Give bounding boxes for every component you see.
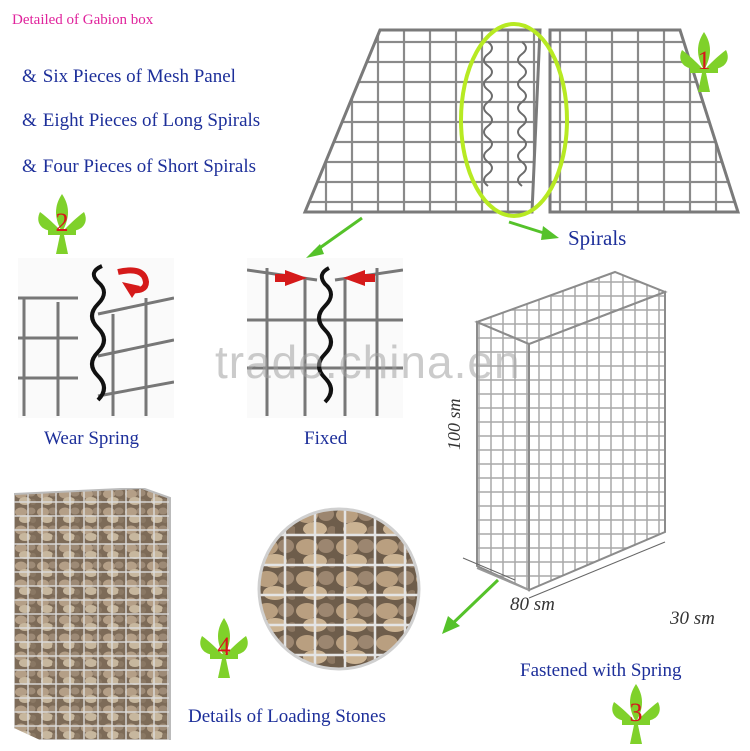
fastened-caption: Fastened with Spring — [520, 660, 682, 681]
badge-number: 1 — [697, 46, 711, 75]
fleur-de-lis-icon — [680, 32, 728, 92]
feature-text: Six Pieces of Mesh Panel — [42, 66, 236, 87]
fixed-spring-illustration — [247, 258, 403, 418]
stone-gabion-photo — [14, 488, 171, 740]
spiral-highlight-ellipse — [459, 22, 569, 218]
height-dimension: 100 sm — [444, 398, 464, 450]
loading-stones-zoom — [257, 507, 421, 671]
watermark: trade.china.en — [215, 336, 521, 388]
gabion-box-illustration — [462, 270, 668, 599]
fleur-de-lis-icon — [200, 618, 248, 678]
fleur-badge-4: 4 — [192, 616, 256, 680]
depth-dimension: 30 sm — [670, 608, 715, 629]
fleur-badge-1: 1 — [672, 30, 736, 94]
arrow-right-icon — [508, 220, 559, 240]
feature-text: Four Pieces of Short Spirals — [42, 156, 256, 177]
fleur-badge-2: 2 — [30, 192, 94, 256]
fixed-caption: Fixed — [304, 428, 348, 449]
badge-number: 3 — [629, 698, 643, 727]
mesh-panel-illustration — [302, 22, 740, 218]
fleur-badge-3: 3 — [604, 682, 668, 746]
fleur-de-lis-icon — [612, 684, 660, 744]
page-title: Detailed of Gabion box — [12, 12, 154, 28]
spirals-label: Spirals — [568, 226, 627, 250]
badge-number: 4 — [217, 632, 231, 661]
loading-stones-caption: Details of Loading Stones — [188, 706, 386, 727]
ampersand: & — [22, 110, 37, 131]
ampersand: & — [22, 66, 37, 87]
feature-long-spirals: &Eight Pieces of Long Spirals — [22, 110, 260, 132]
wear-spring-illustration — [18, 258, 174, 418]
feature-text: Eight Pieces of Long Spirals — [42, 110, 261, 131]
fleur-de-lis-icon — [38, 194, 86, 254]
arrow-down-left-icon — [306, 216, 363, 258]
arrow-down-left-icon — [442, 578, 500, 634]
badge-number: 2 — [55, 208, 69, 237]
feature-mesh-panels: &Six Pieces of Mesh Panel — [22, 66, 236, 88]
feature-short-spirals: &Four Pieces of Short Spirals — [22, 156, 256, 178]
width-dimension: 80 sm — [510, 594, 555, 615]
ampersand: & — [22, 156, 37, 177]
wear-spring-caption: Wear Spring — [44, 428, 140, 449]
